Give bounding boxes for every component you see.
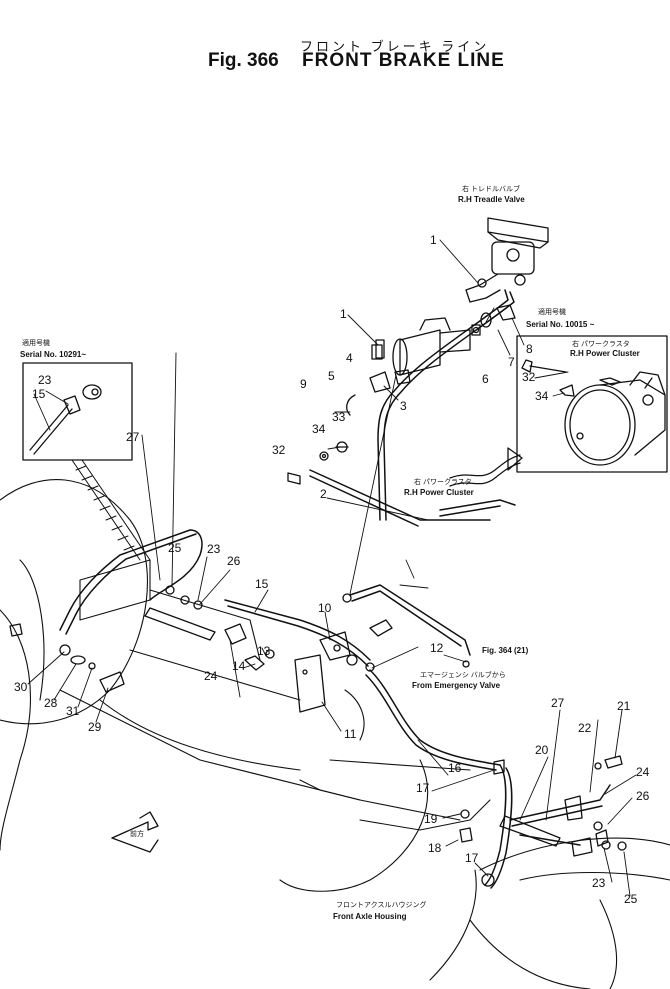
front-direction-label: 前方 <box>130 829 144 838</box>
inset-power-cluster-label: R.H Power Cluster <box>570 349 640 358</box>
callout-17-lower: 17 <box>465 851 479 865</box>
callout-16: 16 <box>448 761 462 775</box>
inset-power-cluster-label-jp: 右 パワークラスタ <box>572 339 630 348</box>
emergency-valve-label-jp: エマージェンシ バルブから <box>420 670 506 679</box>
inset-power-cluster-frame <box>516 335 668 473</box>
fittings <box>9 304 627 887</box>
callout-18: 18 <box>428 841 442 855</box>
callout-17-upper: 17 <box>416 781 430 795</box>
callout-6: 6 <box>482 372 489 386</box>
callout-1-top: 1 <box>430 233 437 247</box>
power-cluster-label-jp: 右 パワークラスタ <box>414 477 472 486</box>
callout-20: 20 <box>535 743 549 757</box>
callout-26: 26 <box>227 554 241 568</box>
callout-12: 12 <box>430 641 444 655</box>
callout-9: 9 <box>300 377 307 391</box>
callout-15: 15 <box>255 577 269 591</box>
treadle-valve-label: R.H Treadle Valve <box>458 195 525 204</box>
serial-10015-label-jp: 適用号機 <box>538 307 566 316</box>
callout-30: 30 <box>14 680 28 694</box>
front-axle-housing-label: Front Axle Housing <box>333 912 407 921</box>
treadle-valve-label-jp: 右 トレドルバルブ <box>462 184 520 193</box>
callouts: 1 1 2 3 4 5 6 7 8 9 10 11 12 13 14 15 15… <box>14 233 650 906</box>
serial-10015-label: Serial No. 10015 ~ <box>526 320 595 329</box>
callout-27-right: 27 <box>551 696 565 710</box>
callout-32-inset: 32 <box>522 370 536 384</box>
callout-33: 33 <box>332 410 346 424</box>
rh-treadle-valve <box>465 217 549 303</box>
brake-lines <box>59 289 611 889</box>
callout-7: 7 <box>508 355 515 369</box>
callout-29: 29 <box>88 720 102 734</box>
captions: 右 トレドルバルブ R.H Treadle Valve 適用号機 Serial … <box>20 184 640 921</box>
callout-1: 1 <box>340 307 347 321</box>
title-japanese: フロント ブレーキ ライン <box>300 39 490 54</box>
callout-26-right: 26 <box>636 789 650 803</box>
callout-23: 23 <box>207 542 221 556</box>
emergency-valve-label: From Emergency Valve <box>412 681 501 690</box>
reference-arrow <box>449 447 523 487</box>
fig-364-reference: Fig. 364 (21) <box>482 646 529 655</box>
inset-serial-10291-frame <box>22 362 133 461</box>
figure-number: Fig. 366 <box>208 50 279 71</box>
callout-34-inset: 34 <box>535 389 549 403</box>
figure-title: FRONT BRAKE LINE <box>302 50 505 71</box>
callout-19: 19 <box>424 812 438 826</box>
callout-34: 34 <box>312 422 326 436</box>
callout-8: 8 <box>526 342 533 356</box>
power-cluster-label: R.H Power Cluster <box>404 488 474 497</box>
callout-25: 25 <box>168 541 182 555</box>
callout-25-right: 25 <box>624 892 638 906</box>
callout-21: 21 <box>617 699 631 713</box>
front-arrow-icon <box>111 811 159 853</box>
serial-10291-label: Serial No. 10291~ <box>20 350 86 359</box>
callout-24: 24 <box>204 669 218 683</box>
callout-5: 5 <box>328 369 335 383</box>
callout-22: 22 <box>578 721 592 735</box>
leader-lines <box>27 239 637 897</box>
callout-11: 11 <box>344 727 357 741</box>
callout-2: 2 <box>320 487 327 501</box>
serial-10291-label-jp: 適用号機 <box>22 338 50 347</box>
callout-3: 3 <box>400 399 407 413</box>
callout-14: 14 <box>232 659 246 673</box>
callout-4: 4 <box>346 351 353 365</box>
callout-23-inset: 23 <box>38 373 52 387</box>
callout-23-right: 23 <box>592 876 606 890</box>
front-axle-housing-label-jp: フロントアクスルハウジング <box>336 900 426 909</box>
inset-power-cluster <box>521 359 666 466</box>
callout-24-right: 24 <box>636 765 650 779</box>
callout-31: 31 <box>66 704 80 718</box>
vehicle-frame-outline <box>0 479 670 989</box>
hatched-pipe <box>71 459 151 561</box>
callout-10: 10 <box>318 601 332 615</box>
callout-15-inset: 15 <box>32 387 46 401</box>
callout-27: 27 <box>126 430 140 444</box>
callout-32: 32 <box>272 443 286 457</box>
callout-28: 28 <box>44 696 58 710</box>
callout-13: 13 <box>257 644 271 658</box>
rh-power-cluster <box>371 317 471 376</box>
